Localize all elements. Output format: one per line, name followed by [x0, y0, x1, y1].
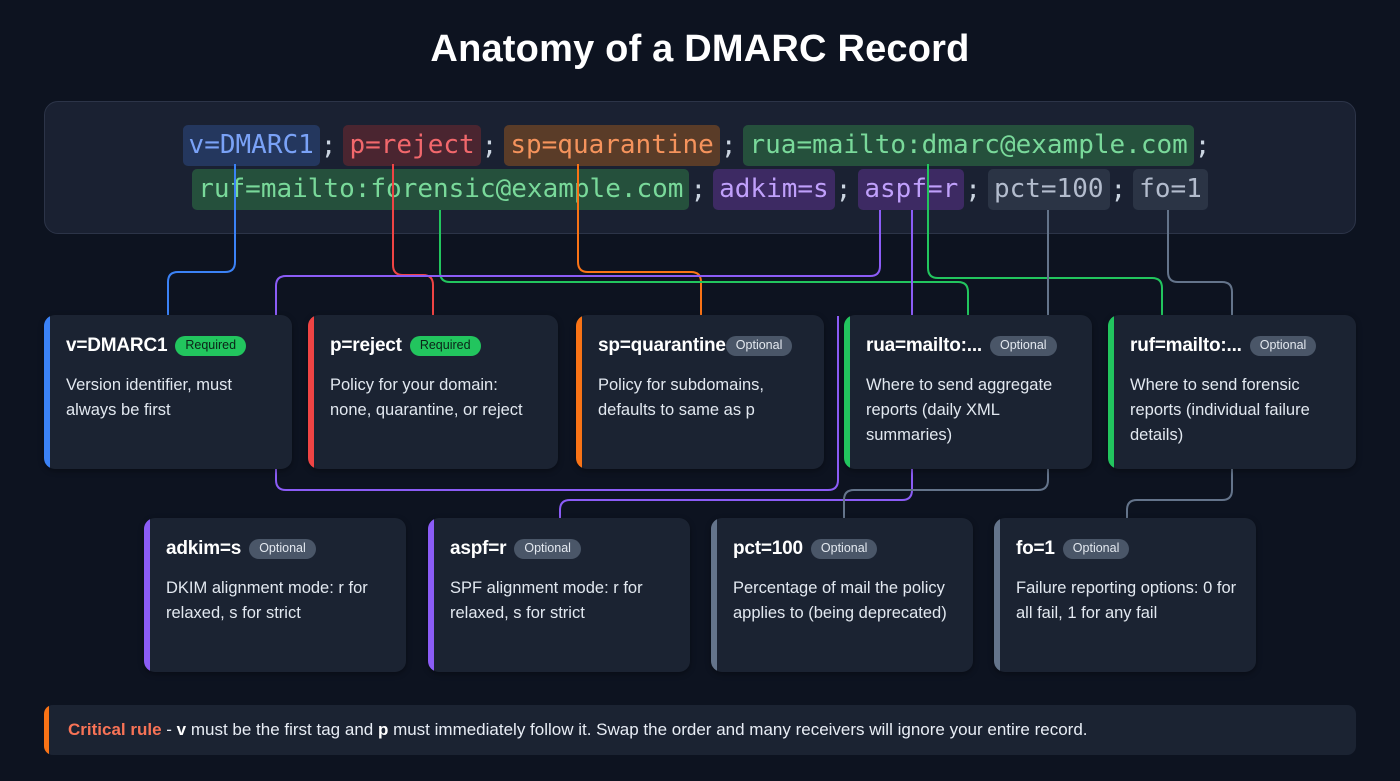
status-badge: Required [175, 336, 247, 356]
critical-rule-part3: must immediately follow it. Swap the ord… [388, 720, 1088, 739]
critical-rule-bold-p: p [377, 720, 389, 739]
critical-rule-banner: Critical rule - v must be the first tag … [44, 705, 1356, 755]
card-description: Where to send forensic reports (individu… [1130, 376, 1310, 444]
card-tag: fo=1 [1016, 538, 1055, 559]
card-header: aspf=r Optional [450, 538, 672, 560]
card-tag: aspf=r [450, 538, 507, 559]
card-header: v=DMARC1 Required [66, 335, 274, 357]
card-header: p=reject Required [330, 335, 540, 357]
card-tag: p=reject [330, 335, 402, 356]
critical-rule-part2: must be the first tag and [186, 720, 378, 739]
card-description: Failure reporting options: 0 for all fai… [1016, 579, 1237, 622]
card-ruf[interactable]: ruf=mailto:... Optional Where to send fo… [1108, 315, 1356, 469]
card-header: rua=mailto:... Optional [866, 335, 1074, 357]
record-token-pct[interactable]: pct=100 [987, 169, 1110, 210]
status-badge: Optional [989, 336, 1057, 356]
card-description: Where to send aggregate reports (daily X… [866, 376, 1053, 444]
record-separator: ; [720, 130, 737, 161]
card-tag: pct=100 [733, 538, 803, 559]
record-token-p[interactable]: p=reject [343, 125, 481, 166]
card-header: adkim=s Optional [166, 538, 388, 560]
status-badge: Optional [1249, 336, 1317, 356]
card-description: DKIM alignment mode: r for relaxed, s fo… [166, 579, 368, 622]
status-badge: Optional [725, 336, 793, 356]
record-token-adkim[interactable]: adkim=s [713, 169, 835, 210]
status-badge: Optional [810, 539, 878, 559]
record-token-fo[interactable]: fo=1 [1133, 169, 1208, 210]
card-fo[interactable]: fo=1 Optional Failure reporting options:… [994, 518, 1256, 672]
record-line-2: ruf=mailto:forensic@example.com; adkim=s… [192, 169, 1208, 210]
card-description: SPF alignment mode: r for relaxed, s for… [450, 579, 643, 622]
record-token-ruf[interactable]: ruf=mailto:forensic@example.com [192, 169, 690, 210]
status-badge: Optional [1062, 539, 1130, 559]
record-token-v[interactable]: v=DMARC1 [182, 125, 320, 166]
record-token-sp[interactable]: sp=quarantine [504, 125, 720, 166]
record-separator: ; [965, 174, 981, 205]
record-token-rua[interactable]: rua=mailto:dmarc@example.com [743, 125, 1194, 166]
card-description: Percentage of mail the policy applies to… [733, 579, 947, 622]
card-header: pct=100 Optional [733, 538, 955, 560]
critical-rule-label: Critical rule [68, 720, 162, 739]
card-tag: adkim=s [166, 538, 242, 559]
record-separator: ; [481, 130, 498, 161]
record-separator: ; [1194, 130, 1211, 161]
critical-rule-text: Critical rule - v must be the first tag … [68, 720, 1088, 740]
card-tag: v=DMARC1 [66, 335, 168, 356]
record-token-aspf[interactable]: aspf=r [858, 169, 965, 210]
dmarc-record-box: v=DMARC1; p=reject; sp=quarantine; rua=m… [44, 101, 1356, 234]
record-line-1: v=DMARC1; p=reject; sp=quarantine; rua=m… [182, 125, 1218, 166]
card-description: Policy for your domain: none, quarantine… [330, 376, 523, 419]
record-separator: ; [1110, 174, 1127, 205]
card-tag: ruf=mailto:... [1130, 335, 1242, 356]
record-separator: ; [690, 174, 707, 205]
card-v-dmarc1[interactable]: v=DMARC1 Required Version identifier, mu… [44, 315, 292, 469]
card-rua[interactable]: rua=mailto:... Optional Where to send ag… [844, 315, 1092, 469]
record-separator: ; [320, 130, 337, 161]
card-sp-quarantine[interactable]: sp=quarantine Optional Policy for subdom… [576, 315, 824, 469]
critical-rule-part1: - [161, 720, 177, 739]
card-description: Version identifier, must always be first [66, 376, 232, 419]
card-pct[interactable]: pct=100 Optional Percentage of mail the … [711, 518, 973, 672]
status-badge: Optional [514, 539, 581, 559]
card-adkim[interactable]: adkim=s Optional DKIM alignment mode: r … [144, 518, 406, 672]
critical-rule-bold-v: v [176, 720, 187, 739]
card-aspf[interactable]: aspf=r Optional SPF alignment mode: r fo… [428, 518, 690, 672]
card-header: ruf=mailto:... Optional [1130, 335, 1338, 357]
page-title: Anatomy of a DMARC Record [430, 28, 970, 70]
card-p-reject[interactable]: p=reject Required Policy for your domain… [308, 315, 558, 469]
card-header: fo=1 Optional [1016, 538, 1238, 560]
status-badge: Optional [249, 539, 316, 559]
card-header: sp=quarantine Optional [598, 335, 806, 357]
status-badge: Required [409, 336, 481, 356]
card-description: Policy for subdomains, defaults to same … [598, 376, 764, 419]
card-tag: sp=quarantine [598, 335, 726, 356]
record-separator: ; [835, 174, 852, 205]
card-tag: rua=mailto:... [866, 335, 982, 356]
